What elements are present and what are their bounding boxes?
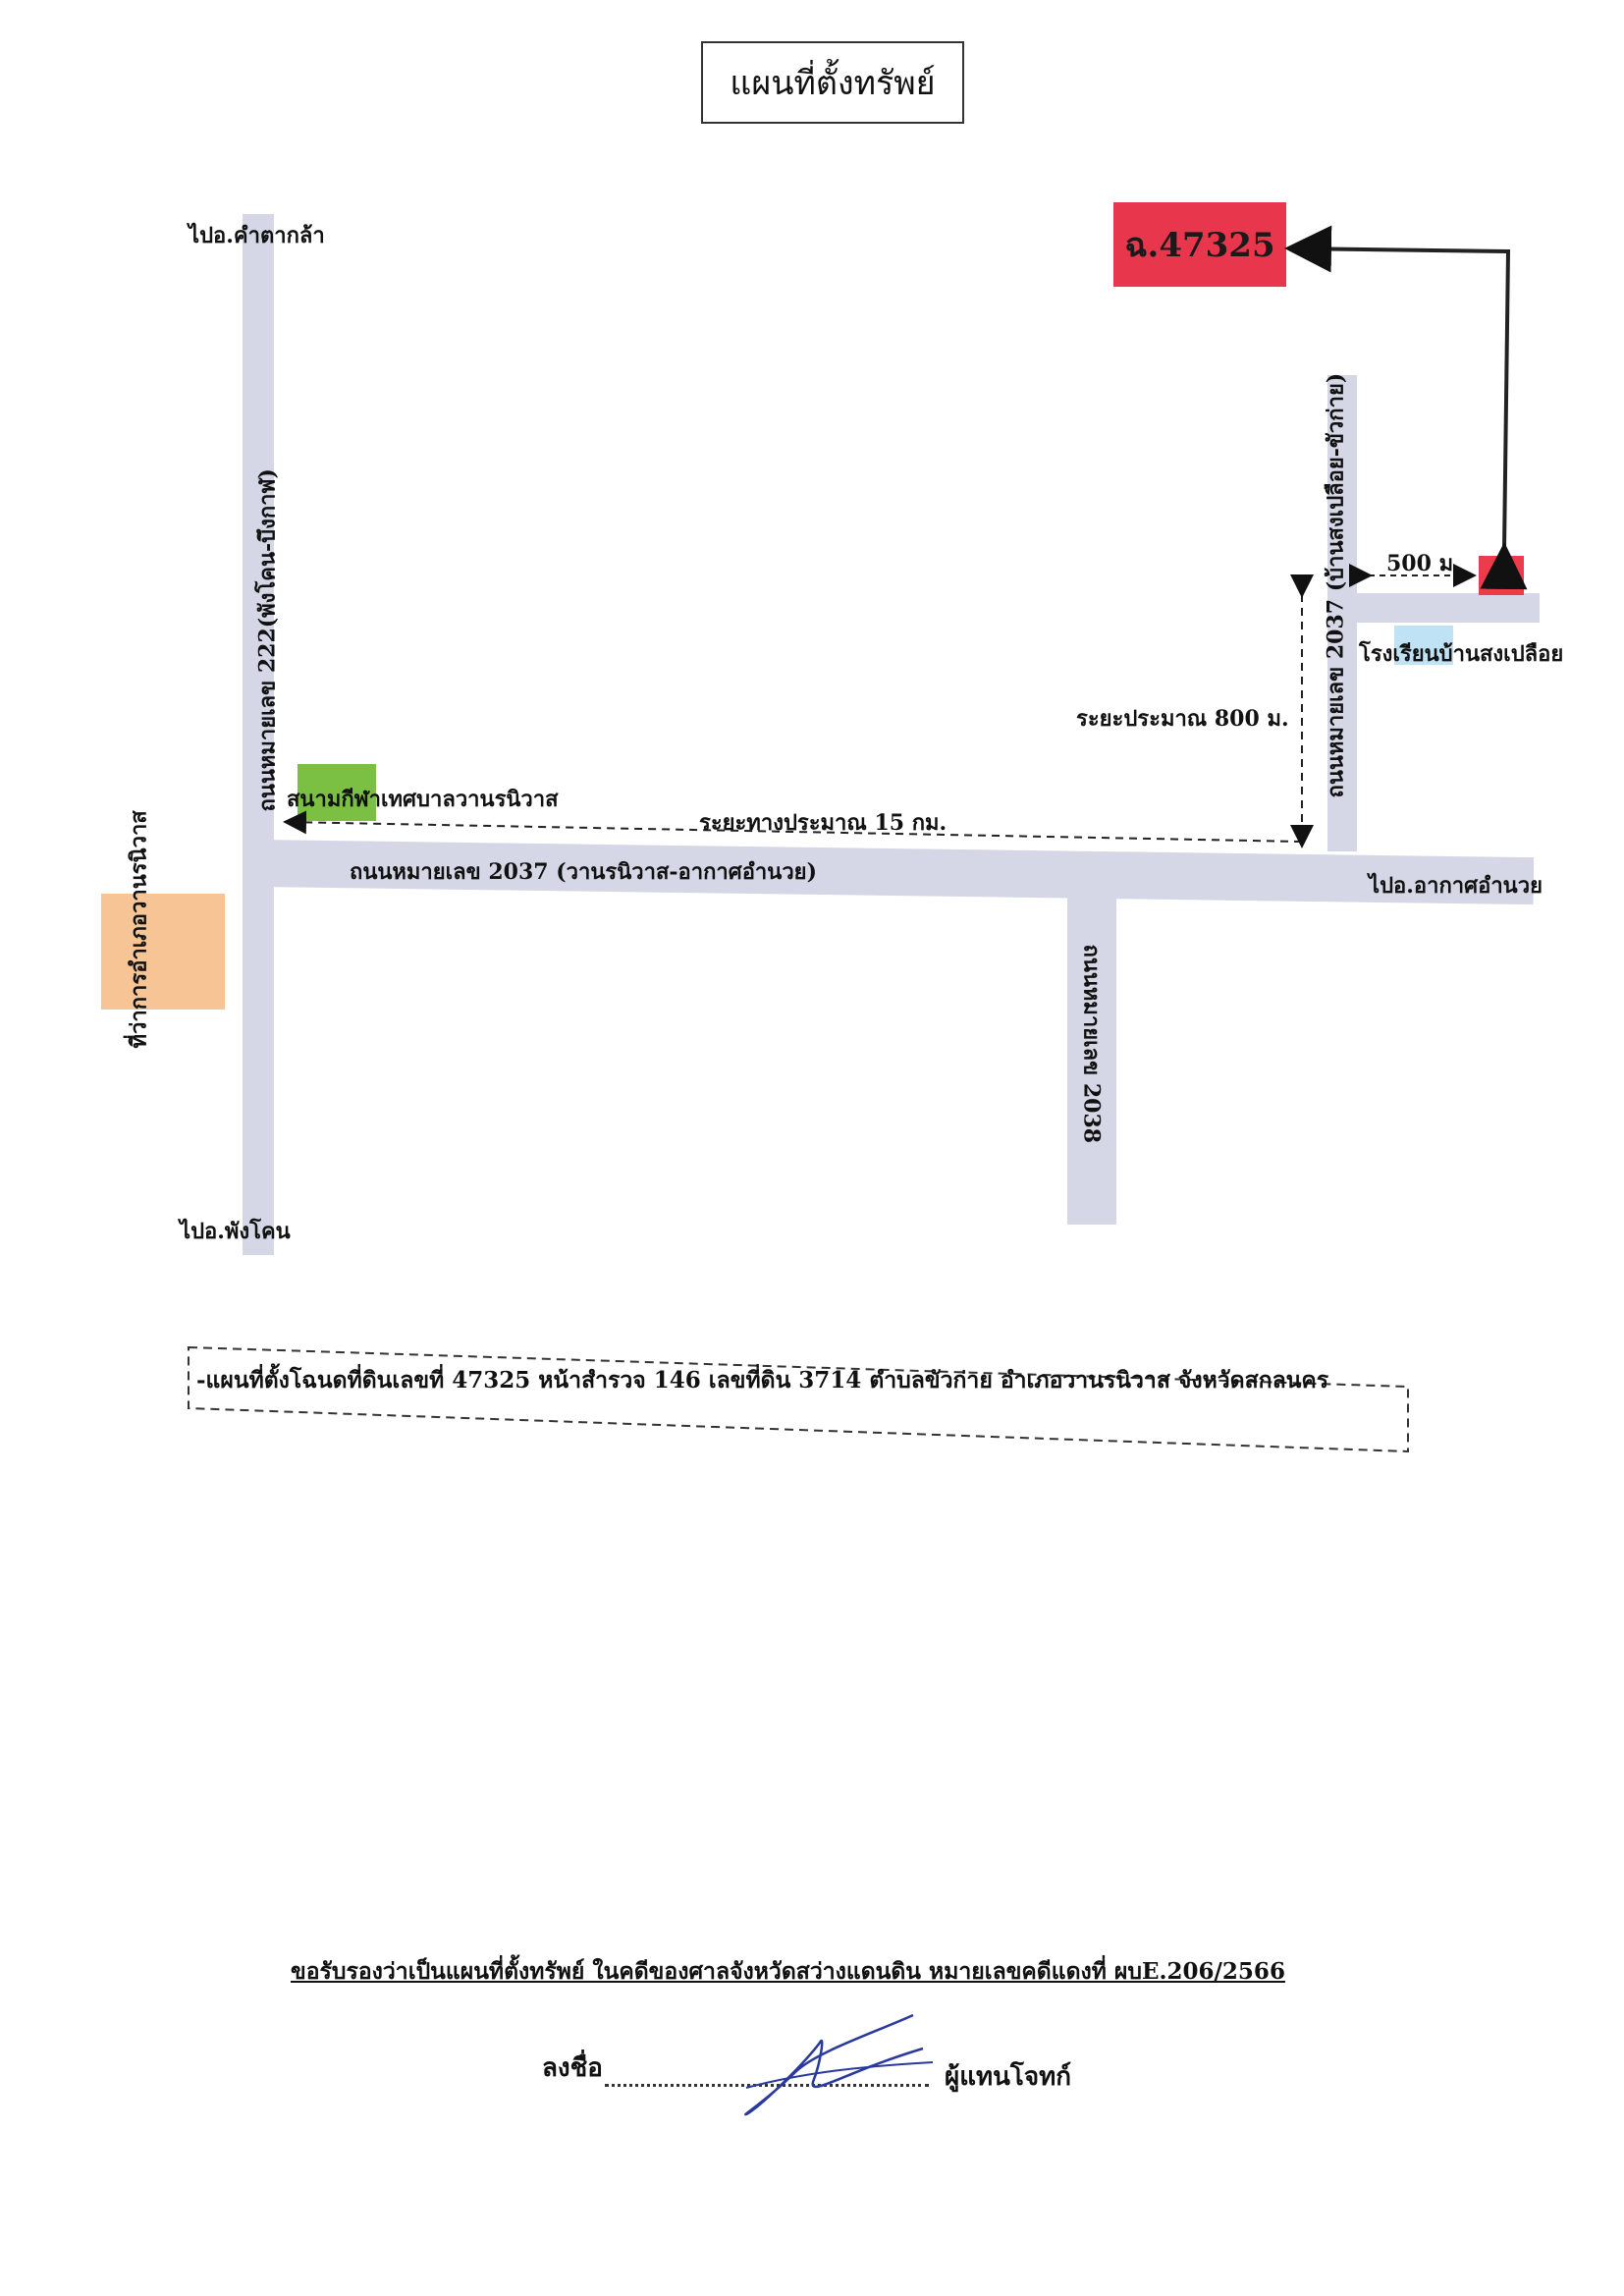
signature-line xyxy=(605,2056,929,2087)
label-distance-main: ระยะทางประมาณ 15 กม. xyxy=(699,810,947,836)
label-stadium: สนามกีฬาเทศบาลวานรนิวาส xyxy=(287,787,559,812)
map-overlay xyxy=(283,225,1528,848)
parcel-pointer-arrow xyxy=(1284,225,1528,590)
parcel-label: ฉ.47325 xyxy=(1113,202,1286,287)
road-school-spur xyxy=(1357,593,1540,623)
label-to-phang-khon: ไปอ.พังโคน xyxy=(180,1219,291,1244)
district-office-marker xyxy=(101,894,225,1010)
deed-note: -แผนที่ตั้งโฉนดที่ดินเลขที่ 47325 หน้าสำ… xyxy=(196,1367,1329,1394)
label-distance-parcel: 500 ม. xyxy=(1386,551,1461,576)
certification-text: ขอรับรองว่าเป็นแผนที่ตั้งทรัพย์ ในคดีของ… xyxy=(291,1958,1285,1985)
distance-line-main xyxy=(283,810,1303,843)
road-222 xyxy=(243,214,274,1255)
label-road-2038: ถนนหมายเลข 2038 xyxy=(1078,944,1105,1144)
label-school: โรงเรียนบ้านสงเปลือย xyxy=(1359,641,1564,667)
label-district-office: ที่ว่าการอำเภอวานรนิวาส xyxy=(126,810,152,1049)
road-2038 xyxy=(1067,879,1116,1225)
note-box xyxy=(188,1345,1409,1453)
label-to-kham-ta-kla: ไปอ.คำตากล้า xyxy=(189,223,325,248)
handwritten-signature xyxy=(744,2013,934,2116)
label-road-2037-branch: ถนนหมายเลข 2037 (บ้านสงเปลือย-ขัวก่าย) xyxy=(1323,372,1349,798)
label-distance-branch: ระยะประมาณ 800 ม. xyxy=(1076,706,1289,732)
stadium-marker xyxy=(298,764,376,821)
signature-role: ผู้แทนโจทก์ xyxy=(945,2062,1071,2092)
label-road-222: ถนนหมายเลข 222(พังโคน-บึงกาฬ) xyxy=(254,468,281,812)
label-to-akat-amnuai: ไปอ.อากาศอำนวย xyxy=(1369,873,1543,899)
school-marker xyxy=(1394,626,1453,665)
map-title: แผนที่ตั้งทรัพย์ xyxy=(701,41,964,124)
signature-label: ลงชื่อ xyxy=(542,2053,603,2083)
label-road-2037-main: ถนนหมายเลข 2037 (วานรนิวาส-อากาศอำนวย) xyxy=(350,859,817,885)
